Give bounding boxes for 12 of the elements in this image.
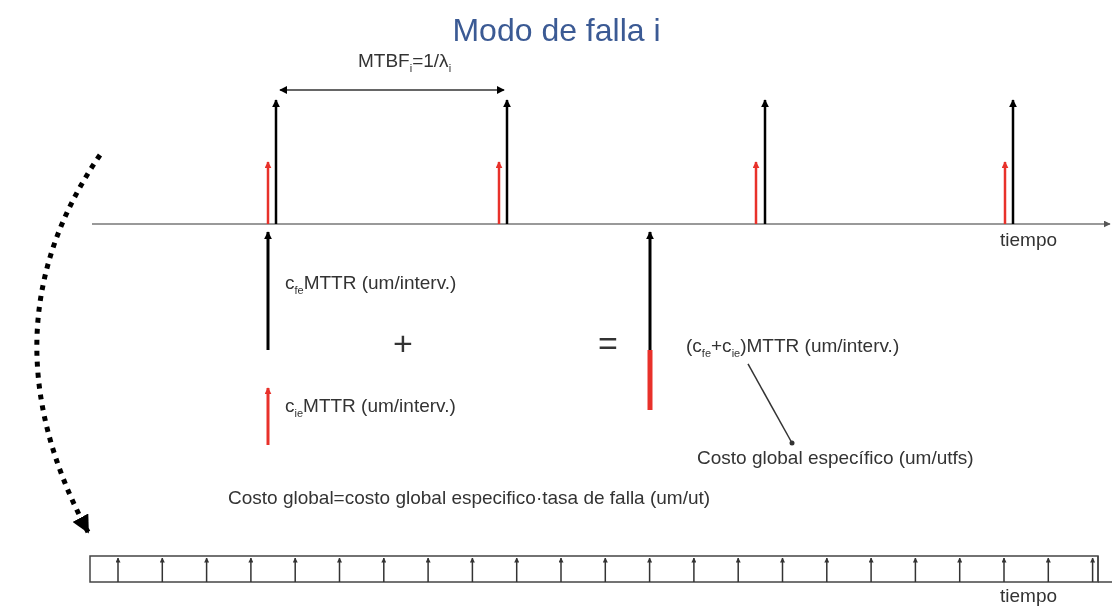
formula-label: Costo global=costo global especifico·tasa de falla (um/ut)	[228, 487, 711, 510]
leader-line	[747, 363, 795, 446]
plus-sign: +	[393, 323, 413, 364]
cost-label: c$_{ie}$MTTR (um/interv.)	[285, 395, 456, 420]
title: Modo de falla i	[451, 12, 662, 49]
formula-label: MTBF$_{i}$=1/λ$_{i}$	[358, 50, 452, 75]
axis-label: tiempo	[1000, 585, 1058, 608]
cost-label: c$_{fe}$MTTR (um/interv.)	[285, 272, 457, 297]
text-label: (c$_{fe}$+c$_{ie}$)MTTR (um/interv.)	[686, 335, 900, 360]
equals-sign: =	[598, 323, 618, 364]
text-label: Costo global específico (um/utfs)	[697, 447, 974, 470]
axis-label: tiempo	[1000, 229, 1058, 252]
